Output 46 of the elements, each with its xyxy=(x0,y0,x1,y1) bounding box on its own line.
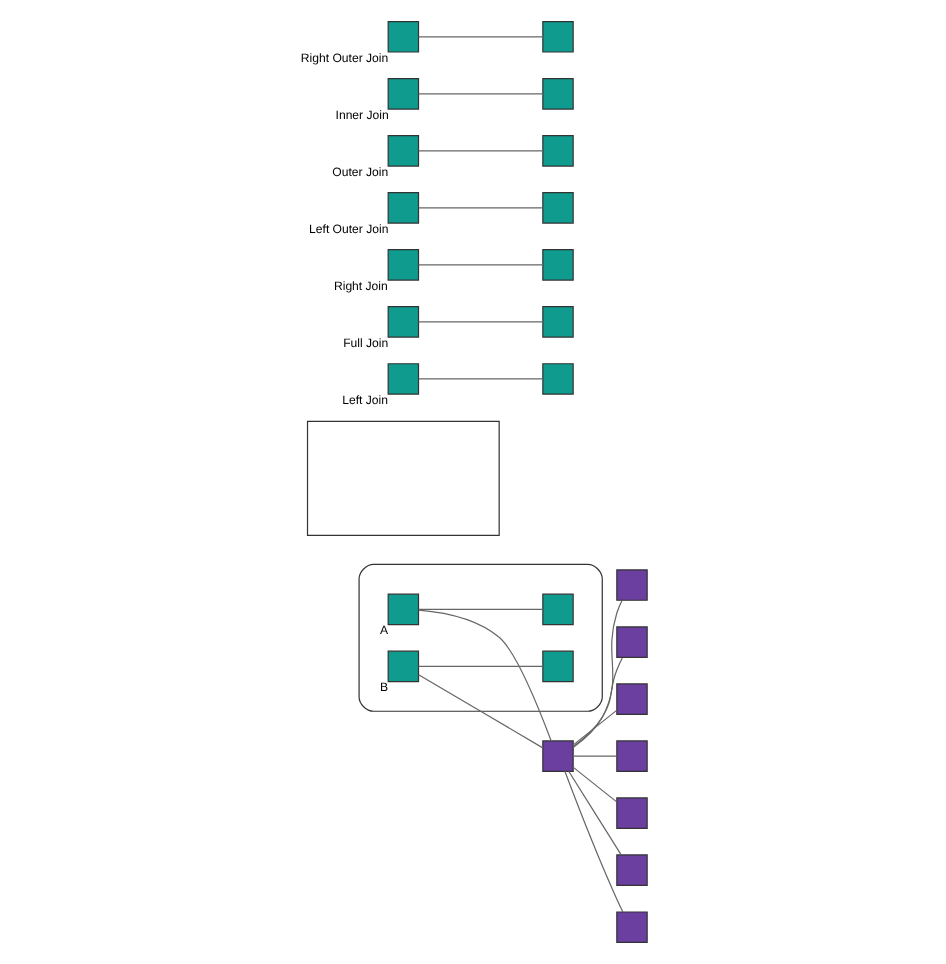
node-box xyxy=(541,135,573,167)
node-box xyxy=(541,740,573,772)
connector xyxy=(567,770,621,856)
node-box xyxy=(615,854,647,886)
node-box xyxy=(541,650,573,683)
node-box xyxy=(615,626,647,658)
node-box xyxy=(615,797,647,829)
node-box xyxy=(386,306,419,338)
node-box xyxy=(386,78,419,110)
node-box xyxy=(386,192,419,224)
node-box xyxy=(305,420,499,536)
node-box xyxy=(386,135,419,167)
node-box xyxy=(541,306,573,338)
node-box xyxy=(541,21,573,53)
node-box xyxy=(541,363,573,395)
connector xyxy=(563,770,623,913)
connector xyxy=(571,709,617,746)
connector xyxy=(417,378,543,380)
node-box xyxy=(541,249,573,281)
node-box xyxy=(386,21,419,53)
node-box xyxy=(541,78,573,110)
node-box xyxy=(615,683,647,715)
connector xyxy=(417,207,543,209)
node-box xyxy=(615,569,647,601)
node-box xyxy=(541,192,573,224)
connector xyxy=(417,36,543,38)
connector xyxy=(571,657,622,748)
connector xyxy=(417,264,543,266)
connector xyxy=(417,608,543,610)
connector xyxy=(417,321,543,323)
node-box xyxy=(386,249,419,281)
node-box xyxy=(386,363,419,395)
node-box xyxy=(386,593,419,626)
connector xyxy=(571,766,617,803)
cluster xyxy=(357,563,602,712)
node-box xyxy=(541,593,573,626)
node-box xyxy=(615,740,647,772)
node-box xyxy=(615,911,647,943)
connector xyxy=(417,609,551,742)
connector xyxy=(417,665,543,667)
connector xyxy=(571,755,617,757)
connector xyxy=(417,674,543,749)
connector xyxy=(571,600,622,748)
connector xyxy=(417,150,543,152)
connector xyxy=(417,93,543,95)
node-box xyxy=(386,650,419,683)
